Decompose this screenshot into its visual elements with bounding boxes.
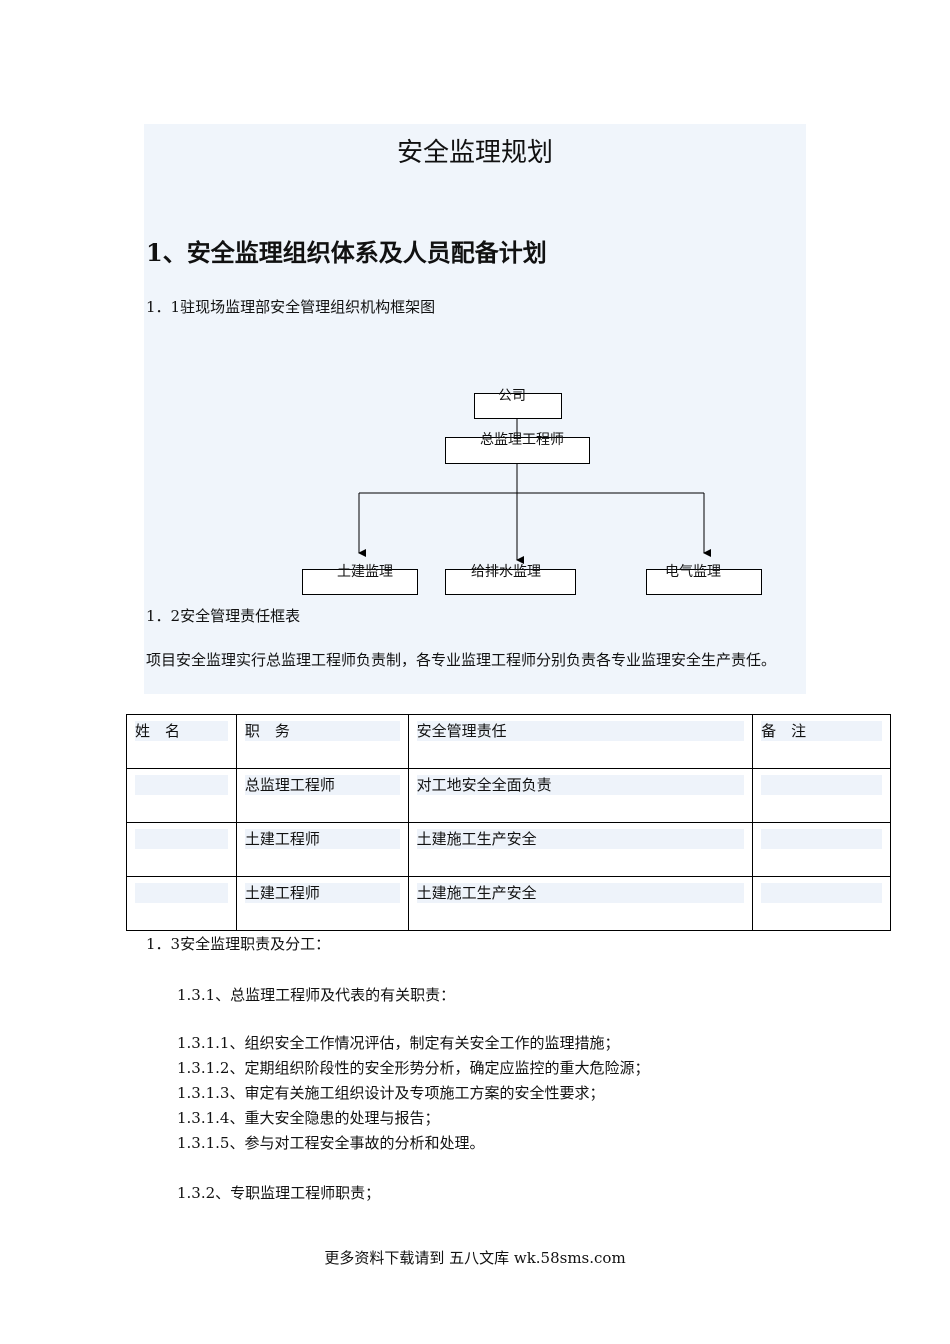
org-label-company: 公司 xyxy=(498,388,526,404)
org-box-civil xyxy=(302,569,418,595)
header-remarks: 备 注 xyxy=(761,721,882,741)
header-name: 姓 名 xyxy=(135,721,228,741)
cell-responsibility: 对工地安全全面负责 xyxy=(416,775,745,795)
cell-name xyxy=(135,883,228,903)
cell-remarks xyxy=(761,883,882,903)
header-responsibility: 安全管理责任 xyxy=(416,721,745,741)
document-title: 安全监理规划 xyxy=(396,138,553,168)
list-item: 1.3.1.2、定期组织阶段性的安全形势分析，确定应监控的重大危险源； xyxy=(177,1059,650,1077)
table-row: 土建工程师 土建施工生产安全 xyxy=(126,876,891,931)
cell-position: 土建工程师 xyxy=(244,829,400,849)
cell-name xyxy=(135,829,228,849)
list-item: 1.3.1.1、组织安全工作情况评估，制定有关安全工作的监理措施； xyxy=(177,1034,620,1052)
subsection-1-3-1: 1.3.1、总监理工程师及代表的有关职责： xyxy=(177,986,456,1004)
subsection-1-2: 1．2安全管理责任框表 xyxy=(146,607,301,625)
org-box-electric xyxy=(646,569,762,595)
header-position: 职 务 xyxy=(244,721,400,741)
org-label-water: 给排水监理 xyxy=(471,564,541,580)
subsection-1-1: 1．1驻现场监理部安全管理组织机构框架图 xyxy=(146,298,436,316)
table-header-row: 姓 名 职 务 安全管理责任 备 注 xyxy=(126,714,891,769)
org-chart-connectors xyxy=(358,418,711,564)
cell-remarks xyxy=(761,775,882,795)
cell-name xyxy=(135,775,228,795)
cell-responsibility: 土建施工生产安全 xyxy=(416,883,745,903)
org-box-chief xyxy=(445,437,590,464)
cell-position: 总监理工程师 xyxy=(244,775,400,795)
subsection-1-3-2: 1.3.2、专职监理工程师职责； xyxy=(177,1184,381,1202)
table-row: 总监理工程师 对工地安全全面负责 xyxy=(126,768,891,823)
section-heading-1: 1、安全监理组织体系及人员配备计划 xyxy=(146,238,547,267)
intro-paragraph: 项目安全监理实行总监理工程师负责制，各专业监理工程师分别负责各专业监理安全生产责… xyxy=(146,651,777,669)
list-item: 1.3.1.5、参与对工程安全事故的分析和处理。 xyxy=(177,1134,485,1152)
org-box-water xyxy=(445,569,576,595)
org-box-company xyxy=(474,393,562,419)
list-item: 1.3.1.3、审定有关施工组织设计及专项施工方案的安全性要求； xyxy=(177,1084,605,1102)
list-item: 1.3.1.4、重大安全隐患的处理与报告； xyxy=(177,1109,440,1127)
cell-remarks xyxy=(761,829,882,849)
org-label-chief: 总监理工程师 xyxy=(480,432,564,448)
org-label-electric: 电气监理 xyxy=(665,564,721,580)
responsibility-table: 姓 名 职 务 安全管理责任 备 注 总监理工程师 对工地安全全面负责 土建工程… xyxy=(126,714,891,931)
subsection-1-3: 1．3安全监理职责及分工： xyxy=(146,935,331,953)
cell-responsibility: 土建施工生产安全 xyxy=(416,829,745,849)
org-label-civil: 土建监理 xyxy=(337,564,393,580)
footer-download-note: 更多资料下载请到 五八文库 wk.58sms.com xyxy=(324,1249,626,1267)
cell-position: 土建工程师 xyxy=(244,883,400,903)
table-row: 土建工程师 土建施工生产安全 xyxy=(126,822,891,877)
